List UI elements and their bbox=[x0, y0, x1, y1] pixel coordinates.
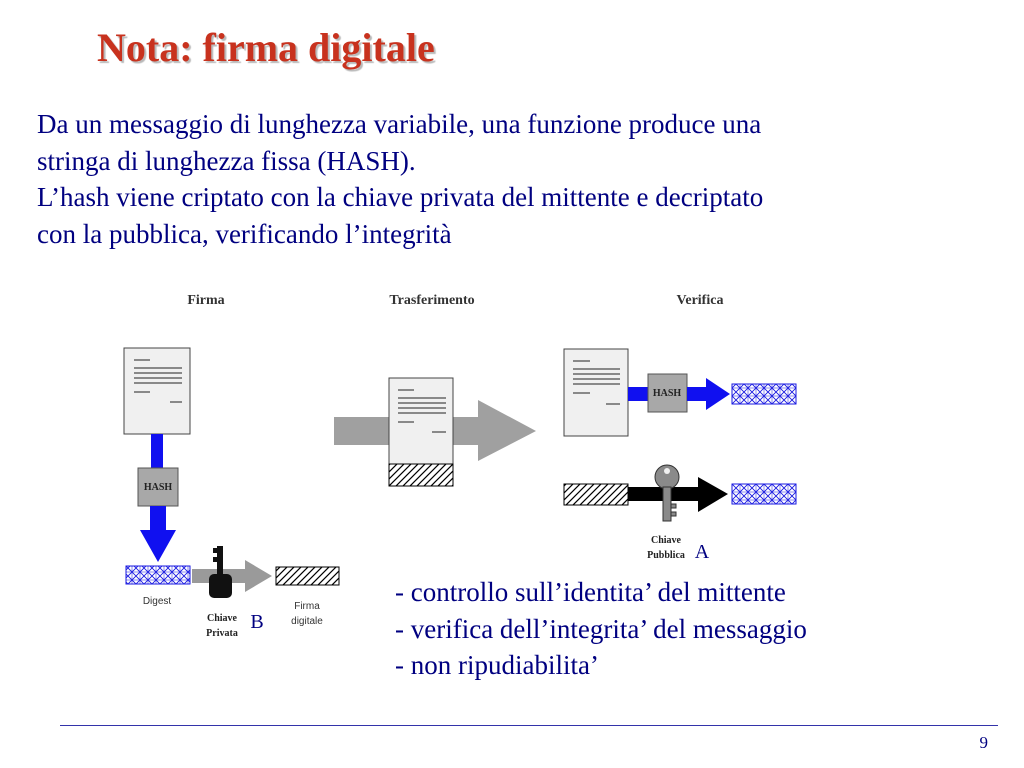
verifica-digest-bar-top bbox=[731, 383, 797, 405]
section-title-trasferimento: Trasferimento bbox=[389, 293, 474, 308]
page-number: 9 bbox=[979, 733, 989, 752]
annotation-a: A bbox=[695, 541, 710, 563]
firma-gray-arrow bbox=[192, 560, 272, 592]
bullet-item: - verifica dell’integrita’ del messaggio bbox=[395, 613, 807, 644]
digest-label: Digest bbox=[143, 596, 172, 607]
verifica-document-icon bbox=[563, 348, 629, 437]
footer-divider bbox=[60, 725, 998, 726]
firma-hash-label: HASH bbox=[144, 482, 173, 493]
paragraph-line: L’hash viene criptato con la chiave priv… bbox=[37, 182, 764, 212]
bullet-item: - controllo sull’identita’ del mittente bbox=[395, 577, 786, 607]
firma-digitale-label-2: digitale bbox=[291, 616, 323, 627]
verifica-arrow-1 bbox=[628, 387, 648, 401]
verifica-hash-label: HASH bbox=[653, 388, 682, 399]
verifica-digest-bar-bottom bbox=[731, 483, 797, 505]
section-title-firma: Firma bbox=[187, 293, 224, 308]
bullet-item: - non ripudiabilita’ bbox=[395, 650, 599, 680]
bullet-list: - controllo sull’identita’ del mittente … bbox=[395, 574, 807, 684]
firma-document-icon bbox=[123, 347, 191, 435]
firma-hash-box: HASH bbox=[137, 467, 179, 507]
digest-bar bbox=[125, 565, 191, 585]
paragraph-line: stringa di lunghezza fissa (HASH). bbox=[37, 145, 416, 176]
section-title-verifica: Verifica bbox=[677, 293, 724, 308]
private-key-icon bbox=[209, 546, 232, 598]
chiave-privata-label-1: Chiave bbox=[207, 613, 238, 624]
firma-digitale-label-1: Firma bbox=[294, 601, 320, 612]
firma-digitale-bar bbox=[275, 566, 340, 586]
chiave-pubblica-label-1: Chiave bbox=[651, 535, 682, 546]
paragraph-line: con la pubblica, verificando l’integrità bbox=[37, 218, 452, 249]
verifica-black-arrow bbox=[628, 477, 728, 512]
transfer-document-icon bbox=[388, 377, 454, 487]
firma-arrow-down-2 bbox=[140, 506, 176, 562]
verifica-signature-bar bbox=[563, 483, 629, 506]
paragraph-line: Da un messaggio di lunghezza variabile, … bbox=[37, 109, 762, 139]
body-paragraph: Da un messaggio di lunghezza variabile, … bbox=[37, 106, 997, 252]
firma-arrow-down-1 bbox=[151, 434, 163, 468]
chiave-pubblica-label-2: Pubblica bbox=[647, 550, 685, 561]
chiave-privata-label-2: Privata bbox=[206, 628, 238, 639]
verifica-hash-box: HASH bbox=[647, 373, 688, 413]
annotation-b: B bbox=[250, 611, 263, 633]
slide-title: Nota: firma digitale bbox=[97, 25, 435, 70]
verifica-arrow-2 bbox=[687, 378, 730, 410]
public-key-icon bbox=[654, 464, 680, 522]
